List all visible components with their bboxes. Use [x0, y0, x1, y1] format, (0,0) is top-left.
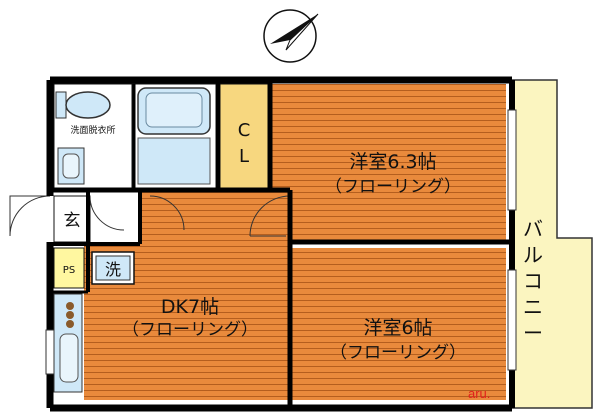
door-swings [9, 195, 291, 237]
western-room-2-name: 洋室6帖 [363, 317, 432, 339]
closet-label-l: L [239, 146, 249, 167]
dk-floor-type: （フローリング） [122, 320, 258, 340]
windows [45, 109, 517, 375]
dk-name: DK7帖 [161, 296, 219, 318]
entrance-label: 玄 [64, 211, 81, 231]
pipe-space-label: PS [63, 265, 75, 276]
watermark: aru. [468, 386, 490, 401]
balcony-label-5: ー [523, 321, 543, 345]
walls [46, 76, 515, 412]
pipe-space [53, 247, 85, 289]
kitchen-sink-icon [59, 333, 79, 383]
western-room-2-floor-type: （フローリング） [330, 343, 466, 363]
dk-floor-upper [140, 192, 288, 248]
washer-label: 洗 [105, 260, 121, 279]
stove-icon [66, 302, 74, 328]
toilet-icon [55, 91, 111, 119]
shower-area [137, 137, 211, 185]
balcony-label-3: コ [523, 269, 543, 293]
balcony-label-2: ル [523, 243, 543, 267]
western-room-1-name: 洋室6.3帖 [349, 151, 436, 173]
western-room-2-floor [290, 248, 506, 400]
washbasin-icon [57, 147, 85, 185]
compass-north-arrow-icon [263, 9, 319, 63]
closet-label-c: C [238, 120, 251, 141]
entrance [53, 195, 91, 243]
balcony-label-4: ニ [523, 295, 543, 319]
washroom-label: 洗面脱衣所 [70, 124, 115, 136]
balcony-label-1: バ [523, 217, 543, 241]
western-room-1-floor-type: （フローリング） [325, 177, 461, 197]
western-room-1-floor [272, 84, 506, 240]
